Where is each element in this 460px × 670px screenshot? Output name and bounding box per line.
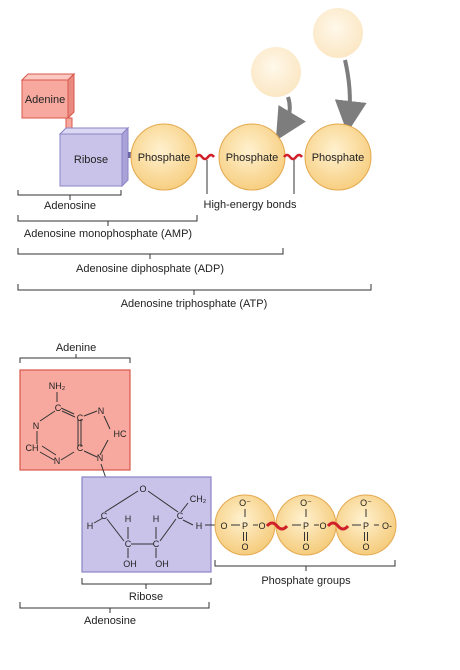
phosphate-3-o-minus-atom: O⁻ [360,498,372,508]
atom-hc: HC [114,429,127,439]
terminal-o-atom: O- [382,521,392,531]
atom-c-mid2: C [77,443,84,453]
bridge-o-atom-1: O [220,521,227,531]
high-energy-bond-2 [283,153,303,161]
ribose-c2: C [125,539,132,549]
atom-n-9: N [97,453,104,463]
adenine-label: Adenine [25,94,65,106]
atom-c-top: C [55,403,62,413]
adenosine-structure-label: Adenosine [84,615,136,627]
ribose-ch2: CH₂ [190,494,207,504]
ribose-h-left: H [87,521,94,531]
phosphate-2-o-atom: O [302,542,309,552]
phosphate-2-p-atom: P [303,521,309,531]
atom-n-top: N [98,406,105,416]
phosphate-1-p-atom: P [242,521,248,531]
phosphate-1-o-atom: O [241,542,248,552]
phosphate-3-o-atom: O [362,542,369,552]
phosphate-2-o-minus-atom: O⁻ [300,498,312,508]
atom-nh2: NH₂ [49,381,66,391]
bottom-high-energy-bond-2 [326,521,350,531]
adenosine-label: Adenosine [44,200,96,212]
adenine-structure-label: Adenine [56,342,96,354]
faded-phosphate-circle-1 [251,47,301,97]
high-energy-bond-1 [195,153,215,161]
ribose-oh1: OH [123,559,137,569]
bottom-high-energy-bond-1 [265,521,289,531]
adp-bracket [17,248,284,259]
atom-ch: CH [26,443,39,453]
incoming-arrow-2 [334,59,367,133]
bridge-o-atom-2: O [258,521,265,531]
incoming-arrow-1 [275,96,306,141]
phosphate-groups-label: Phosphate groups [261,575,351,587]
phosphate-circle-3 [304,123,372,191]
phosphate-3-p-atom: P [363,521,369,531]
atom-c-mid1: C [77,413,84,423]
ribose-bracket [81,578,212,589]
adenine-top-bracket [19,354,131,363]
atp-label: Adenosine triphosphate (ATP) [121,298,268,310]
ribose-structure-label: Ribose [129,591,163,603]
amp-bracket [17,215,198,226]
atom-n-bot: N [54,456,61,466]
ribose-label: Ribose [74,154,108,166]
phosphate-groups-bracket [214,560,396,571]
atom-n-left: N [33,421,40,431]
faded-phosphate-circle-2 [313,8,363,58]
top-diagram: Adenine Ribose Phosphate Phosphate Phosp… [17,8,372,310]
adenosine-structure-bracket [19,602,210,613]
amp-label: Adenosine monophosphate (AMP) [24,228,192,240]
ribose-oh2: OH [155,559,169,569]
ribose-h-c2: H [125,514,132,524]
high-energy-bonds-label: High-energy bonds [204,199,297,211]
ribose-h-right: H [196,521,203,531]
phosphate-label-1: Phosphate [138,152,191,164]
ribose-h-c3: H [153,514,160,524]
ribose-c3: C [153,539,160,549]
phosphate-label-2: Phosphate [226,152,279,164]
phosphate-1-o-minus-atom: O⁻ [239,498,251,508]
adenosine-bracket [17,190,122,200]
ribose-box: Ribose [58,126,130,188]
ribose-structure-box [81,476,212,573]
bridge-o-atom-3: O [319,521,326,531]
ribose-c-left: C [101,511,108,521]
adenine-ring-bonds [36,392,111,461]
adenine-box: Adenine [20,72,76,120]
atp-bracket [17,284,372,295]
adp-label: Adenosine diphosphate (ADP) [76,263,224,275]
ribose-ring-bonds [93,490,222,558]
ribose-c-right: C [177,511,184,521]
ribose-o-atom: O [139,484,146,494]
phosphate-label-3: Phosphate [312,152,365,164]
bottom-diagram: Adenine NH₂ C N N C HC C CH [19,342,397,627]
adenine-structure-box [19,369,131,471]
